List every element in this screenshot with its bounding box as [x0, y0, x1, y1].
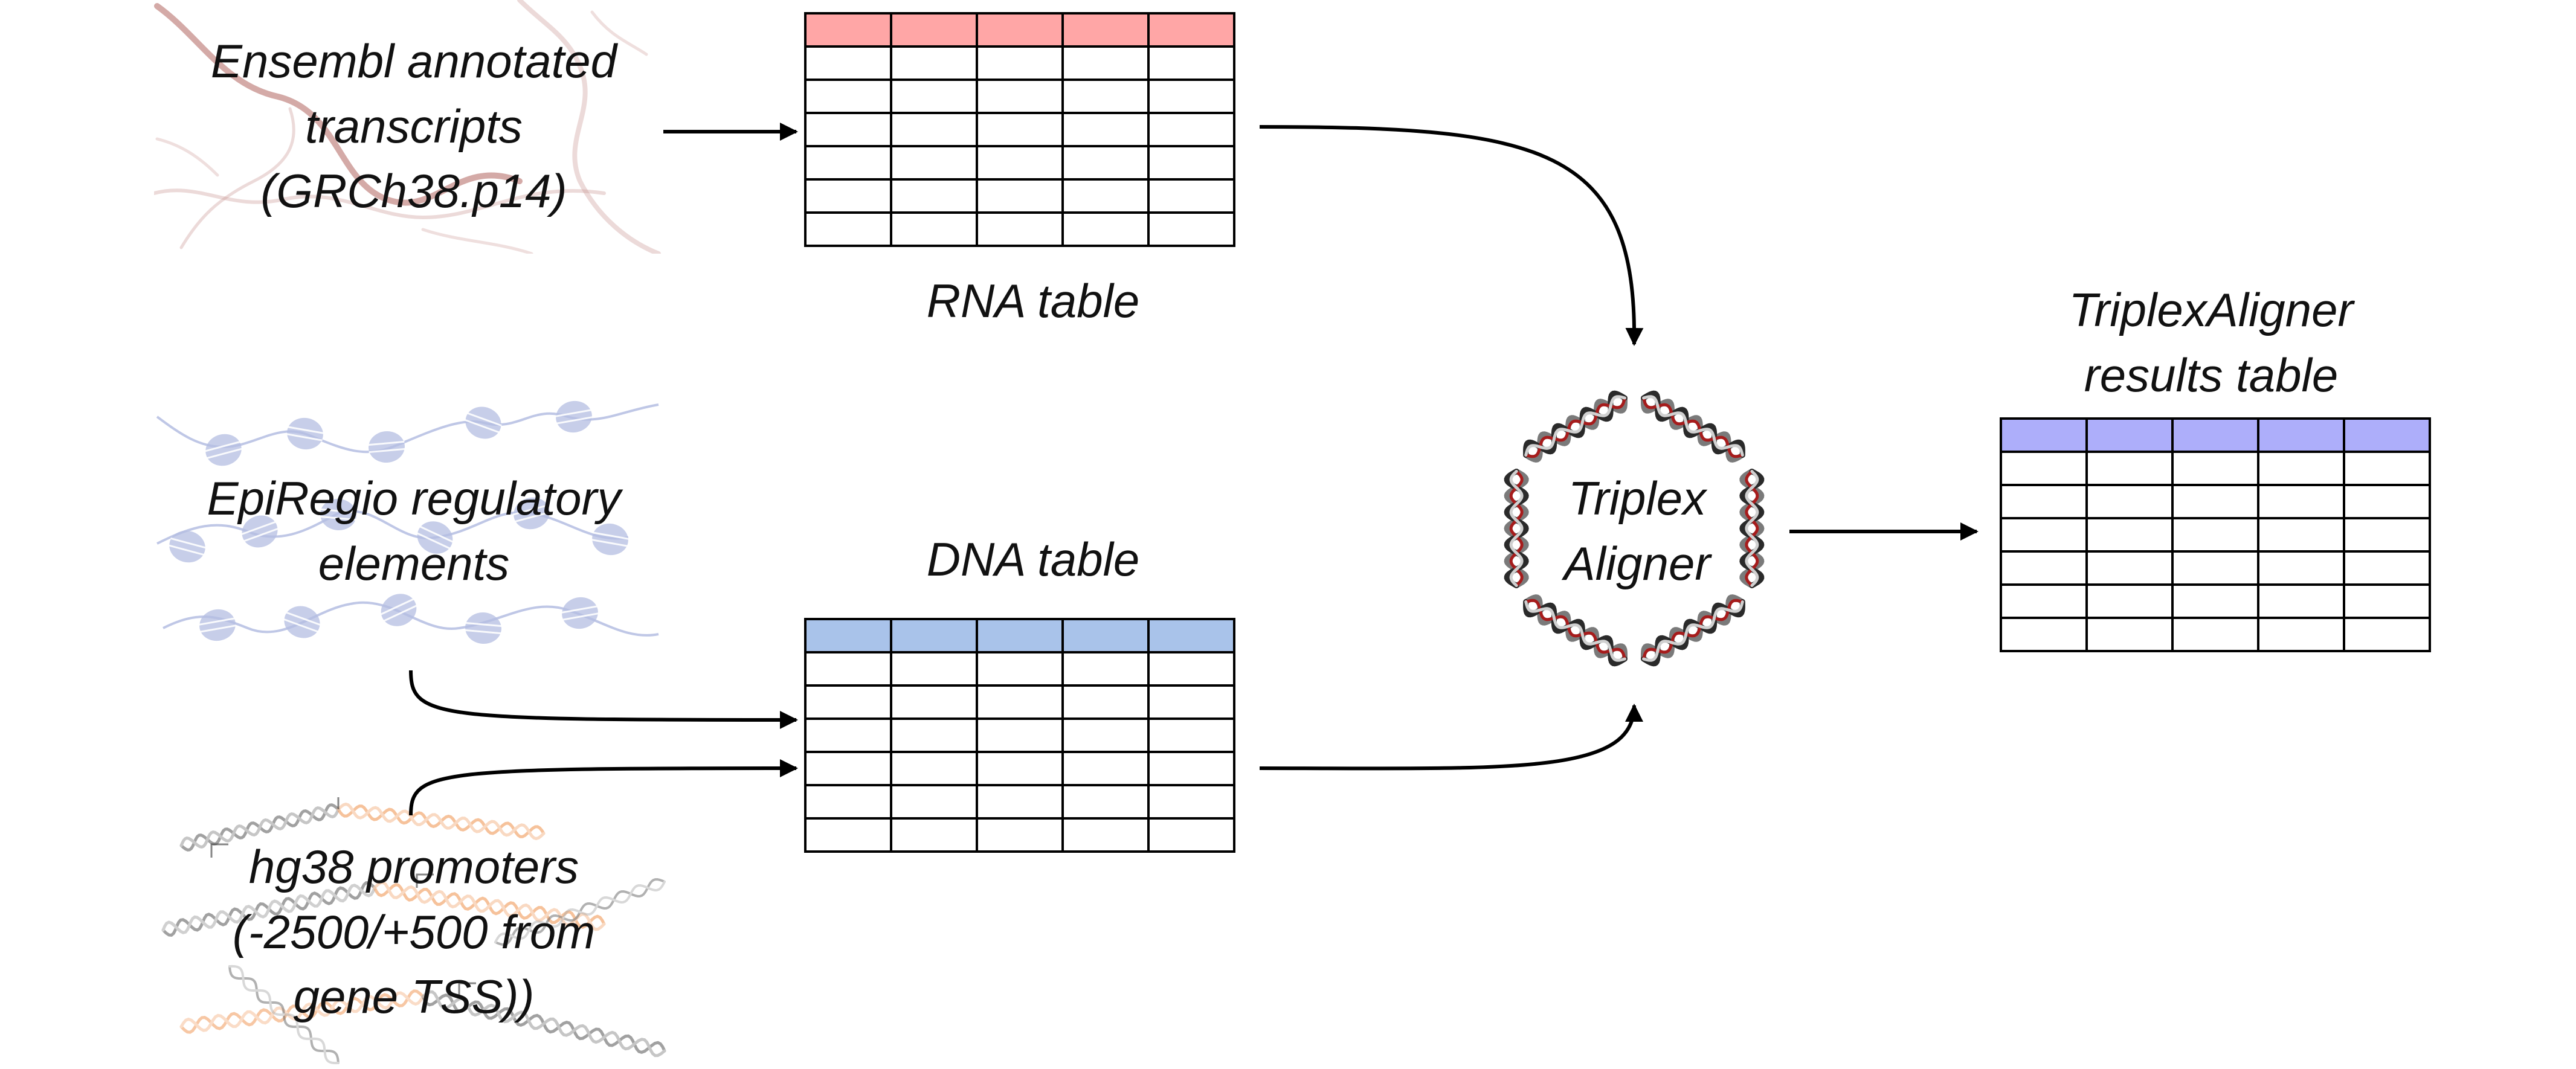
nucleosome: [465, 612, 502, 644]
arrow-promoters-to-dna: [409, 759, 798, 816]
rna-table: [804, 12, 1235, 247]
nucleosome: [241, 515, 279, 548]
triplex-helix: [1641, 594, 1745, 667]
rna-strand: [155, 137, 219, 177]
table-header-row: [805, 619, 1234, 652]
rna-strands-icon: [154, 0, 661, 254]
rna-strand: [179, 107, 295, 249]
aligner-label: Triplex Aligner: [1563, 472, 1711, 590]
dna-helix: [179, 989, 425, 1034]
nucleosome: [199, 609, 236, 641]
triplex-helix: [1504, 469, 1529, 588]
rna-table-label: RNA table: [926, 274, 1140, 327]
results-table-label: TriplexAligner results table: [2069, 283, 2354, 402]
chromatin-linker: [156, 416, 393, 454]
rna-strand: [517, 0, 661, 254]
nucleosome: [169, 530, 206, 563]
dna-helix: [228, 965, 340, 1065]
nucleosome: [283, 606, 321, 638]
rna-strand: [154, 188, 606, 220]
tss-arrow-icon: [337, 797, 340, 809]
dna-helix: [421, 990, 666, 1058]
rna-strand: [421, 228, 533, 254]
triplex-helix: [1739, 469, 1765, 588]
tss-arrow-icon: [416, 873, 434, 888]
nucleosome-chromatin-icon: [156, 400, 659, 644]
arrow-rna-to-aligner: [1259, 125, 1644, 346]
dna-helix: [179, 803, 340, 852]
nucleosome: [555, 400, 593, 433]
tss-arrow-icon: [210, 843, 228, 858]
nucleosome: [465, 406, 502, 439]
dna-helix: [373, 881, 606, 931]
rna-strand: [590, 10, 648, 56]
tss-arrow-icon: [458, 982, 476, 997]
dna-helix: [161, 881, 376, 937]
results-table: [2000, 417, 2431, 652]
dna-helix-hexagon-icon: [1504, 390, 1765, 667]
triplex-helix-third-strand: [1745, 470, 1759, 587]
nucleosome: [591, 523, 629, 556]
table-header-row: [2001, 419, 2430, 452]
triplex-helix-third-strand: [1524, 599, 1626, 662]
nucleosome: [380, 594, 417, 626]
arrow-epiregio-to-dna: [409, 670, 798, 729]
triplex-helix-third-strand: [1642, 599, 1744, 662]
triplex-helix-third-strand: [1509, 470, 1524, 587]
ensembl-source-label: Ensembl annotated transcripts (GRCh38.p1…: [210, 34, 617, 218]
chromatin-linker: [163, 603, 351, 634]
nucleosome: [205, 434, 242, 466]
chromatin-linker: [338, 510, 629, 540]
table-border: [2000, 417, 2431, 652]
dna-table-label: DNA table: [926, 533, 1140, 586]
table-border: [804, 618, 1235, 853]
dna-table: [804, 618, 1235, 853]
triplex-helix-third-strand: [1642, 395, 1744, 458]
nucleosome: [416, 521, 454, 554]
triplex-helix-third-strand: [1524, 395, 1626, 458]
triplex-helix: [1641, 390, 1745, 463]
nucleosome: [561, 597, 599, 629]
dna-promoter-helices-icon: [161, 797, 666, 1065]
triplex-helix: [1523, 390, 1628, 463]
dna-helix: [336, 802, 546, 841]
chromatin-linker: [392, 403, 659, 448]
dna-helix: [494, 878, 666, 946]
table-header-row: [805, 13, 1234, 47]
nucleosome: [286, 417, 324, 450]
arrow-dna-to-aligner: [1259, 704, 1643, 771]
promoters-source-label: hg38 promoters (-2500/+500 from gene TSS…: [232, 840, 596, 1024]
epiregio-source-label: EpiRegio regulatory elements: [207, 472, 621, 590]
nucleosome: [513, 497, 550, 530]
triplex-helix: [1523, 594, 1628, 667]
nucleosome: [320, 498, 357, 531]
rna-strand: [154, 3, 523, 206]
table-border: [804, 12, 1235, 247]
nucleosome: [368, 431, 405, 463]
